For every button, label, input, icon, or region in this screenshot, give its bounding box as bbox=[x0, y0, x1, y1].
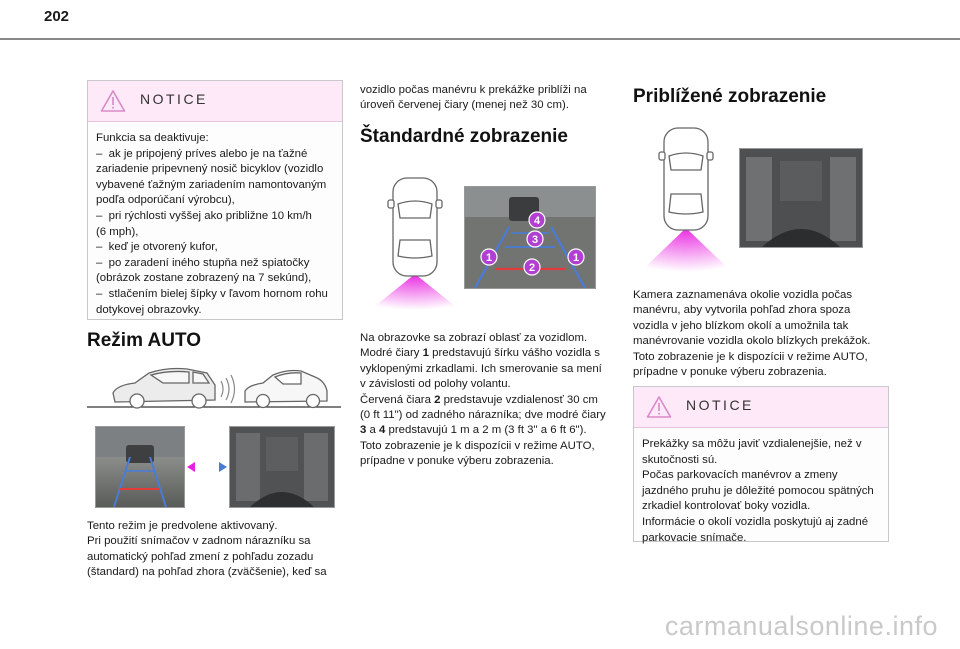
notice-line: parkovacie snímače. bbox=[642, 531, 747, 544]
heading-auto-mode: Režim AUTO bbox=[87, 330, 202, 351]
notice-line: (obrázok zostane zobrazený na 7 sekúnd), bbox=[96, 272, 312, 285]
text-line: Modré čiary 1 predstavujú šírku vášho vo… bbox=[360, 347, 600, 360]
text-line: vyklopenými zrkadlami. Ich smerovanie sa… bbox=[360, 362, 602, 375]
svg-text:4: 4 bbox=[534, 215, 541, 227]
svg-text:1: 1 bbox=[486, 252, 492, 264]
text-line: Pri použití snímačov v zadnom nárazníku … bbox=[87, 535, 311, 548]
notice-box-obstacles: NOTICE Prekážky sa môžu javiť vzdialenej… bbox=[633, 386, 889, 544]
notice-header: NOTICE bbox=[634, 387, 888, 428]
svg-text:1: 1 bbox=[573, 252, 579, 264]
paragraph-auto-mode: Tento režim je predvolene aktivovaný. Pr… bbox=[87, 519, 347, 581]
car-side-right bbox=[244, 369, 328, 409]
notice-body: Funkcia sa deaktivuje: – ak je pripojený… bbox=[88, 122, 342, 326]
text-line: Toto zobrazenie je k dispozícii v režime… bbox=[633, 350, 868, 363]
text-line: vozidla v jeho blízkom okolí a umožnila … bbox=[633, 319, 849, 332]
callout-3: 3 bbox=[526, 230, 544, 248]
photo-standard-view-screen: 4 3 1 2 1 bbox=[464, 186, 596, 289]
notice-line: – po zaradení iného stupňa než spiatočky bbox=[96, 256, 310, 269]
notice-line: Informácie o okolí vozidla poskytujú aj … bbox=[642, 515, 869, 528]
photo-zoom-view-screen bbox=[739, 148, 863, 248]
paragraph-zoom-view: Kamera zaznamenáva okolie vozidla počas … bbox=[633, 288, 903, 380]
svg-text:2: 2 bbox=[529, 262, 535, 274]
illustration-car-top-view-zoom-fan bbox=[640, 127, 732, 272]
page-number: 202 bbox=[44, 8, 70, 25]
callout-4: 4 bbox=[528, 211, 546, 229]
paragraph-standard-view: Na obrazovke sa zobrazí oblasť za vozidl… bbox=[360, 331, 625, 470]
notice-line: zrkadiel kontrolovať boky vozidla. bbox=[642, 500, 811, 513]
notice-title: NOTICE bbox=[686, 397, 754, 413]
text-line: Červená čiara 2 predstavuje vzdialenosť … bbox=[360, 393, 598, 406]
notice-line: – keď je otvorený kufor, bbox=[96, 241, 218, 254]
notice-title: NOTICE bbox=[140, 91, 208, 107]
text-line: manévru, aby vytvorila pohľad zhora spoz… bbox=[633, 304, 851, 317]
text-line: Kamera zaznamenáva okolie vozidla počas bbox=[633, 289, 853, 301]
svg-text:3: 3 bbox=[532, 234, 538, 246]
heading-standard-view: Štandardné zobrazenie bbox=[360, 126, 568, 147]
notice-line: – pri rýchlosti vyššej ako približne 10 … bbox=[96, 209, 312, 222]
notice-line: vybavené ťažným zariadením namontovaným bbox=[96, 178, 327, 191]
notice-line: Prekážky sa môžu javiť vzdialenejšie, ne… bbox=[642, 438, 862, 450]
text-line: vozidlo počas manévru k prekážke priblíž… bbox=[360, 84, 587, 96]
text-line: prípadne v ponuke výberu zobrazenia. bbox=[360, 455, 554, 468]
notice-line: jazdného pruhu je dôležité pomocou spätn… bbox=[642, 484, 874, 497]
text-line: prípadne v ponuke výberu zobrazenia. bbox=[633, 366, 827, 379]
notice-line: – stlačením bielej šípky v ľavom hornom … bbox=[96, 287, 328, 300]
text-line: (0 ft 11") od zadného nárazníka; dve mod… bbox=[360, 409, 606, 422]
header-rule bbox=[0, 38, 960, 40]
text-line: v závislosti od polohy volantu. bbox=[360, 378, 511, 391]
callout-2: 2 bbox=[523, 258, 541, 276]
callout-1-right: 1 bbox=[567, 248, 585, 266]
car-top-outline bbox=[387, 177, 443, 277]
text-line: 3 a 4 predstavujú 1 m a 2 m (3 ft 3" a 6… bbox=[360, 424, 587, 437]
notice-line: dotykovej obrazovky. bbox=[96, 303, 202, 316]
warning-icon bbox=[100, 90, 126, 112]
notice-line: skutočnosti sú. bbox=[642, 453, 718, 466]
illustration-car-top-view-rear-fan bbox=[370, 177, 460, 310]
notice-body: Prekážky sa môžu javiť vzdialenejšie, ne… bbox=[634, 428, 888, 554]
warning-icon bbox=[646, 396, 672, 418]
text-line: úroveň červenej čiary (menej než 30 cm). bbox=[360, 99, 569, 112]
double-arrow-icon bbox=[187, 462, 227, 472]
car-top-outline bbox=[658, 127, 714, 231]
text-line: manévrovanie vozidla okolo blízkych prek… bbox=[633, 335, 871, 348]
car-side-left bbox=[112, 367, 216, 409]
notice-line: Funkcia sa deaktivuje: bbox=[96, 132, 209, 144]
notice-box-deactivation: NOTICE Funkcia sa deaktivuje: – ak je pr… bbox=[87, 80, 343, 320]
notice-line: – ak je pripojený príves alebo je na ťaž… bbox=[96, 147, 308, 160]
illustration-two-cars-side-view bbox=[87, 367, 341, 409]
notice-line: zariadenie pripevnený nosič bicyklov (vo… bbox=[96, 163, 324, 176]
notice-header: NOTICE bbox=[88, 81, 342, 122]
text-line: Na obrazovke sa zobrazí oblasť za vozidl… bbox=[360, 332, 588, 344]
text-line: automatický pohľad zmení z pohľadu zozad… bbox=[87, 550, 314, 563]
callout-1-left: 1 bbox=[480, 248, 498, 266]
text-line: (štandard) na pohľad zhora (zväčšenie), … bbox=[87, 566, 327, 579]
paragraph-continuation: vozidlo počas manévru k prekážke priblíž… bbox=[360, 83, 620, 114]
photo-rear-camera-view bbox=[95, 426, 185, 508]
sensor-waves-icon bbox=[220, 374, 236, 404]
notice-line: (6 mph), bbox=[96, 225, 139, 238]
text-line: Tento režim je predvolene aktivovaný. bbox=[87, 520, 278, 532]
notice-line: podľa odporúčaní výrobcu), bbox=[96, 194, 235, 207]
notice-line: Počas parkovacích manévrov a zmeny bbox=[642, 469, 838, 482]
text-line: Toto zobrazenie je k dispozícii v režime… bbox=[360, 439, 595, 452]
watermark: carmanualsonline.info bbox=[664, 611, 938, 641]
photo-zoom-top-view bbox=[229, 426, 335, 508]
heading-zoom-view: Priblížené zobrazenie bbox=[633, 86, 827, 107]
